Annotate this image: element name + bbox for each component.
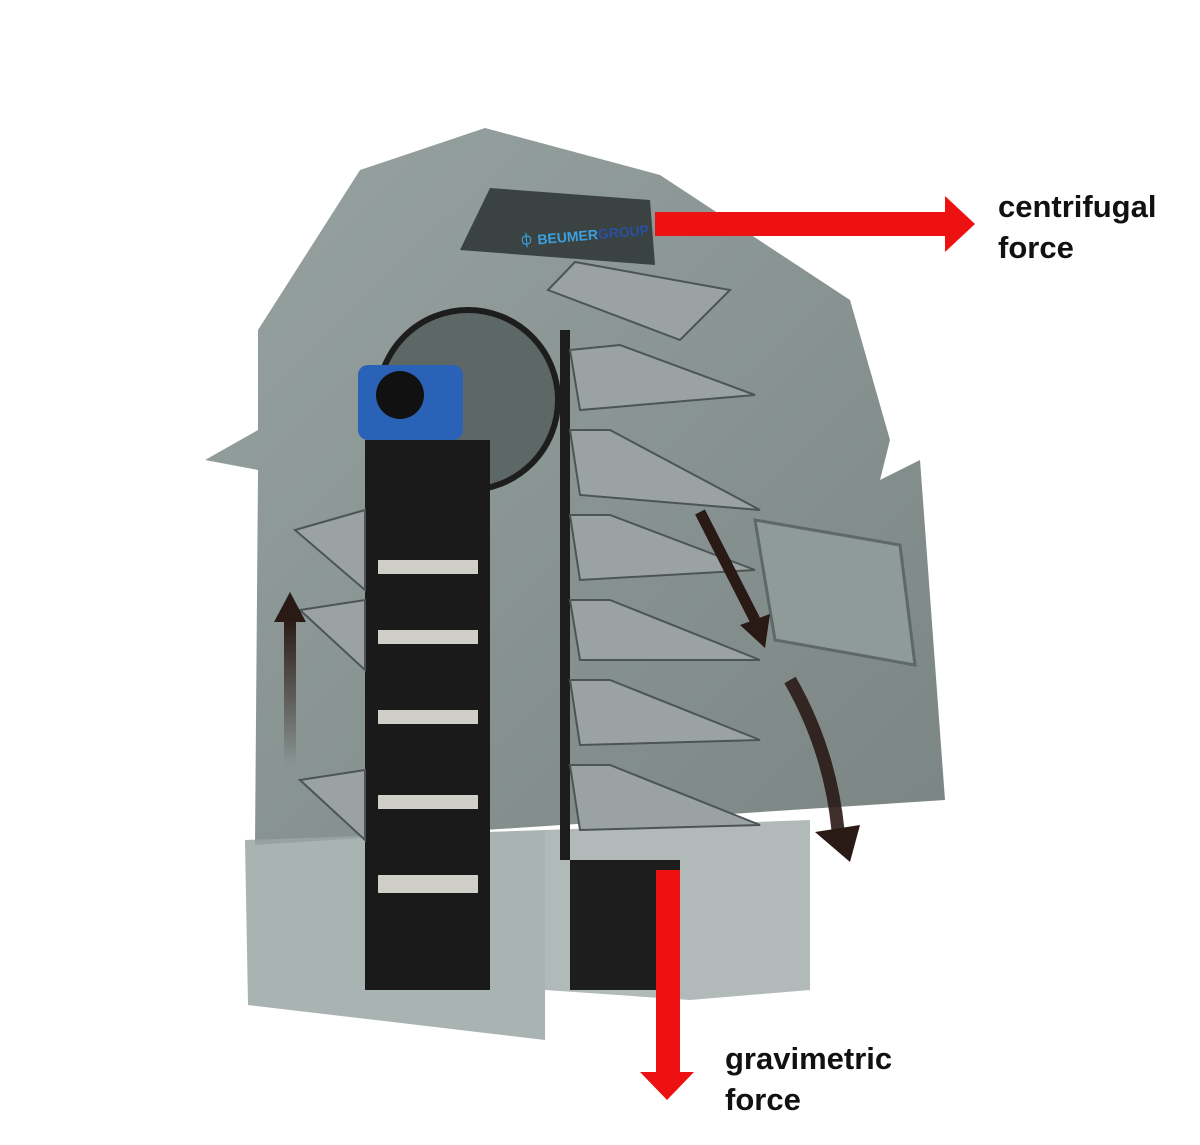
gravimetric-force-arrow [640, 870, 694, 1100]
material-flow-arrows [274, 509, 860, 862]
label-line: centrifugal [998, 189, 1157, 224]
belt-plates [378, 560, 478, 893]
buckets [292, 260, 761, 843]
centrifugal-force-label: centrifugal force [998, 186, 1156, 268]
shaft [376, 371, 424, 419]
label-line: force [998, 230, 1074, 265]
label-line: gravimetric [725, 1041, 893, 1076]
label-line: force [725, 1082, 801, 1117]
down-arrow-icon [740, 614, 770, 648]
down-arrow-icon [815, 825, 860, 862]
centrifugal-force-arrow [655, 196, 975, 252]
gravimetric-force-label: gravimetric force [725, 1038, 892, 1120]
discharge-chute [460, 188, 655, 265]
inspection-window [753, 518, 917, 667]
up-arrow-icon [274, 592, 306, 622]
